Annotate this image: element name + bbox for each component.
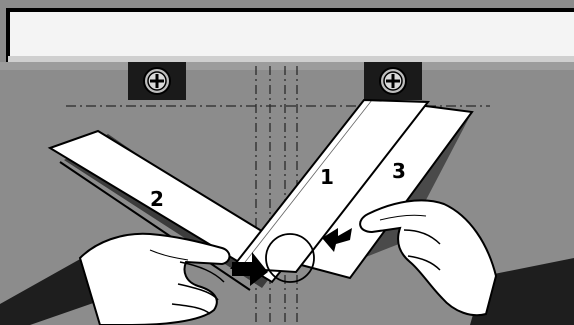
push-arrow-icon (322, 228, 352, 252)
screw-head-icon (143, 67, 171, 95)
right-hand (359, 199, 574, 325)
focus-circle-icon (265, 233, 315, 283)
strip-label-1: 1 (320, 165, 334, 189)
right-bracket (364, 62, 422, 100)
push-arrow-icon (232, 252, 268, 286)
top-rail (6, 8, 574, 62)
strip-2 (47, 129, 298, 291)
screw-head-icon (379, 67, 407, 95)
strip-1 (230, 98, 430, 274)
left-bracket (128, 62, 186, 100)
left-hand (0, 232, 231, 325)
strip-label-2: 2 (150, 187, 164, 211)
strip-label-3: 3 (392, 159, 406, 183)
